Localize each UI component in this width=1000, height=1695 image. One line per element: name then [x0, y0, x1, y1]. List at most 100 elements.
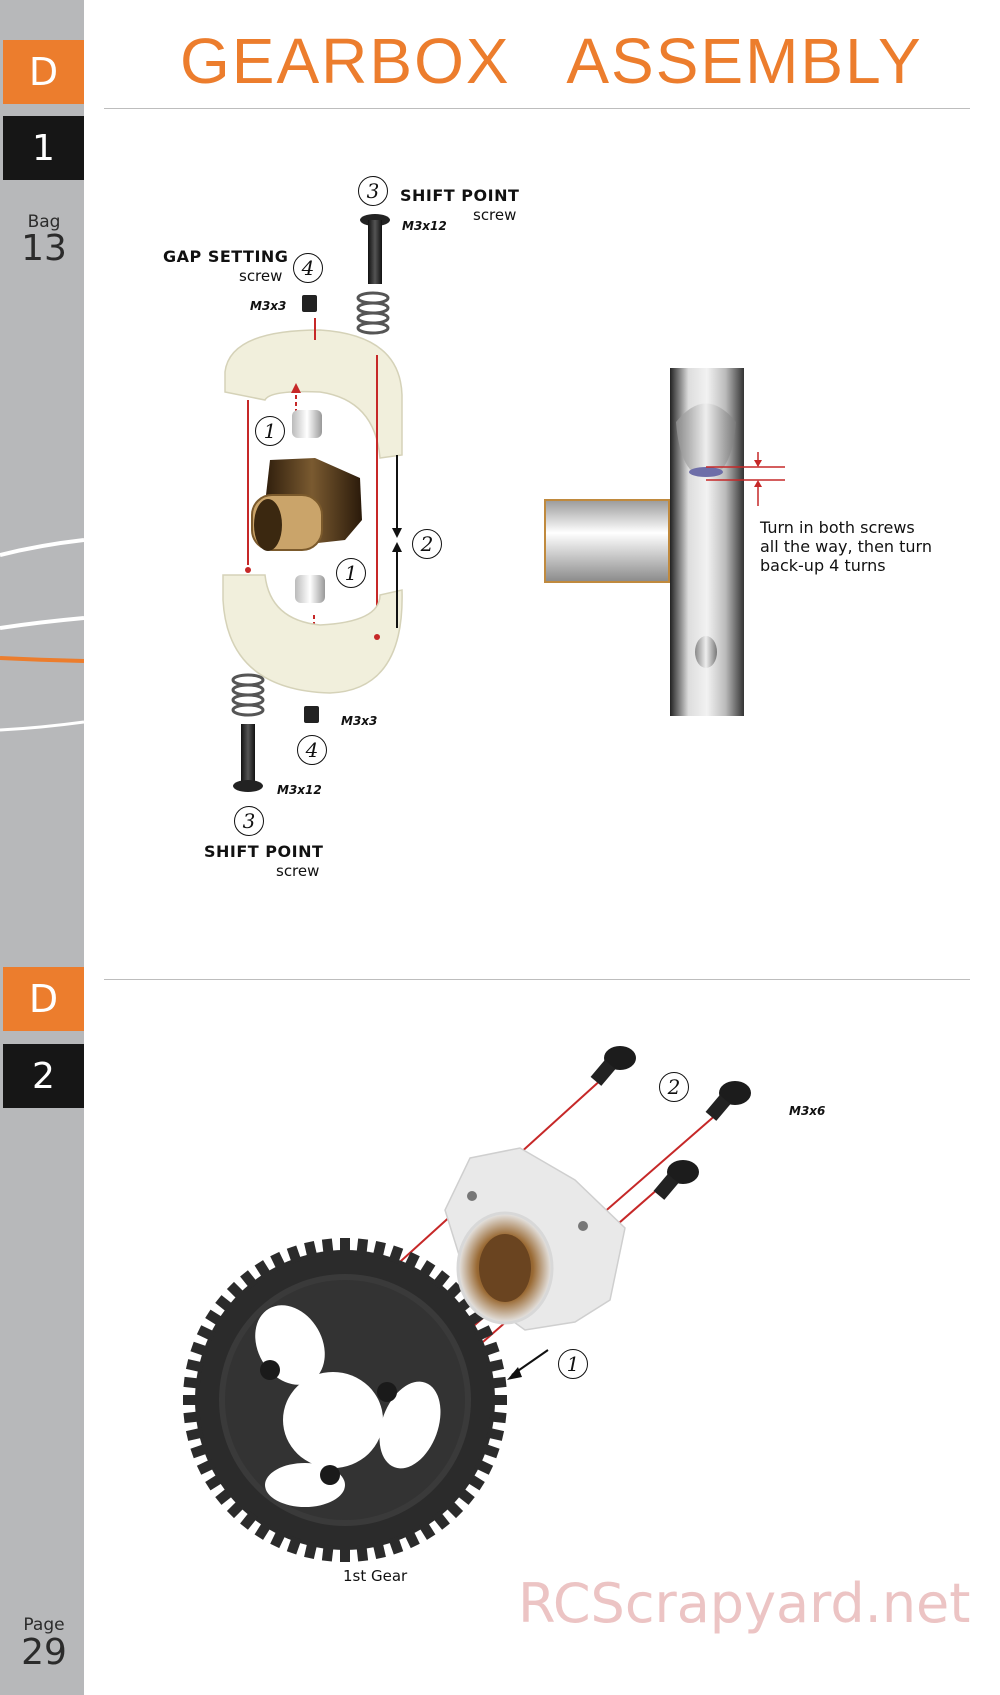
gear-tooth [205, 1309, 225, 1327]
gear-tooth [196, 1458, 216, 1475]
gear-tooth [489, 1376, 507, 1389]
gear-tooth [388, 1536, 404, 1555]
gear-tooth [340, 1238, 350, 1254]
gear-tooth [270, 1251, 287, 1271]
spec-m3x6: M3x6 [789, 1104, 826, 1118]
spring-top [356, 291, 390, 335]
gear-tooth [321, 1238, 334, 1256]
sidebar: D 1 Bag 13 D 2 Page 29 [0, 0, 84, 1695]
gear-tooth [240, 1270, 258, 1289]
gear-tooth [185, 1359, 204, 1373]
gear-tooth [205, 1473, 225, 1491]
label-shift-point-bottom: SHIFT POINT [204, 842, 324, 861]
note-line-1: Turn in both screws [760, 518, 915, 537]
gear-tooth [215, 1487, 234, 1505]
gear-tooth [183, 1376, 201, 1389]
callout-pin-top: 1 [255, 416, 285, 446]
section-divider [104, 979, 970, 980]
spec-m3x3-top: M3x3 [250, 299, 287, 313]
gear-tooth [286, 1245, 302, 1264]
gear-tooth [403, 1251, 420, 1271]
gear-tooth [456, 1295, 475, 1313]
gear-tooth [356, 1238, 369, 1256]
clutch-shell-lower [222, 574, 403, 694]
gear-tooth [372, 1240, 386, 1259]
gear-tooth [190, 1341, 209, 1357]
step-number-tab: 1 [3, 116, 84, 180]
gear-tooth [270, 1529, 287, 1549]
clutch-shell-upper [224, 329, 403, 459]
gear-tooth [474, 1325, 494, 1342]
gear-tooth [196, 1325, 216, 1342]
section-letter-tab-2: D [3, 967, 84, 1031]
gear-tooth [481, 1443, 500, 1459]
spec-m3x3-bottom: M3x3 [341, 714, 378, 728]
gear-tooth [183, 1395, 199, 1405]
page-indicator: Page 29 [0, 1615, 88, 1671]
label-gap-setting-sub: screw [239, 267, 283, 285]
gear-tooth [254, 1520, 272, 1540]
pin-bottom [295, 575, 325, 603]
gear-tooth [356, 1544, 369, 1562]
gear-tooth [403, 1529, 420, 1549]
section-letter-tab: D [3, 40, 84, 104]
note-line-3: back-up 4 turns [760, 556, 886, 575]
spur-gear-1st [183, 1238, 507, 1562]
gear-tooth [304, 1541, 318, 1560]
gear-tooth [474, 1458, 494, 1475]
gear-tooth [190, 1443, 209, 1459]
gear-tooth [185, 1427, 204, 1441]
hub-screw-1 [590, 1046, 636, 1086]
step-number-tab-2: 2 [3, 1044, 84, 1108]
label-shift-point-top: SHIFT POINT [400, 186, 520, 205]
page-title: GEARBOX ASSEMBLY [180, 25, 923, 97]
pin-top [292, 410, 322, 438]
header-divider [104, 108, 970, 109]
watermark: RCScrapyard.net [518, 1572, 971, 1635]
gear-tooth [432, 1511, 450, 1530]
callout-screws: 2 [659, 1072, 689, 1102]
gear-tooth [444, 1499, 464, 1519]
sidebar-swoosh [0, 538, 84, 732]
label-shift-point-bottom-sub: screw [276, 862, 320, 880]
gear-tooth [372, 1541, 386, 1560]
gear-tooth [340, 1546, 350, 1562]
gear-tooth [456, 1487, 475, 1505]
spec-m3x12-bottom: M3x12 [277, 783, 322, 797]
gear-tooth [321, 1544, 334, 1562]
label-gap-setting: GAP SETTING [163, 247, 289, 266]
step1-exploded-diagram [222, 214, 785, 792]
adjustment-note: Turn in both screws all the way, then tu… [760, 518, 932, 575]
gear-tooth [286, 1536, 302, 1555]
gear-tooth [304, 1240, 318, 1259]
label-shift-point-top-sub: screw [473, 206, 517, 224]
gear-hub-carrier [444, 1147, 626, 1331]
gear-tooth [465, 1473, 485, 1491]
bag-number: 13 [21, 228, 67, 269]
note-line-2: all the way, then turn [760, 537, 932, 556]
gear-tooth [215, 1295, 234, 1313]
spec-m3x12-top: M3x12 [402, 219, 447, 233]
callout-shift-point-top: 3 [358, 176, 388, 206]
spring-bottom [231, 673, 265, 717]
callout-pin-bottom: 1 [336, 558, 366, 588]
page-number: 29 [21, 1632, 67, 1673]
gear-tooth [444, 1281, 464, 1301]
gear-tooth [481, 1341, 500, 1357]
shift-point-screw-top [360, 214, 390, 284]
gear-tooth [418, 1520, 436, 1540]
hub-screw-2 [705, 1081, 751, 1121]
callout-gap-setting: 4 [293, 253, 323, 283]
gear-tooth [418, 1260, 436, 1280]
gear-tooth [226, 1499, 246, 1519]
callout-gap-setting-bottom: 4 [297, 735, 327, 765]
gear-tooth [432, 1270, 450, 1289]
label-1st-gear: 1st Gear [343, 1567, 408, 1585]
gap-setting-screw-bottom [304, 706, 319, 723]
gear-tooth [486, 1359, 505, 1373]
callout-shift-point-bottom: 3 [234, 806, 264, 836]
gear-tooth [465, 1309, 485, 1327]
gear-tooth [240, 1511, 258, 1530]
gear-tooth [183, 1411, 201, 1424]
gap-setting-screw-top [302, 295, 317, 312]
